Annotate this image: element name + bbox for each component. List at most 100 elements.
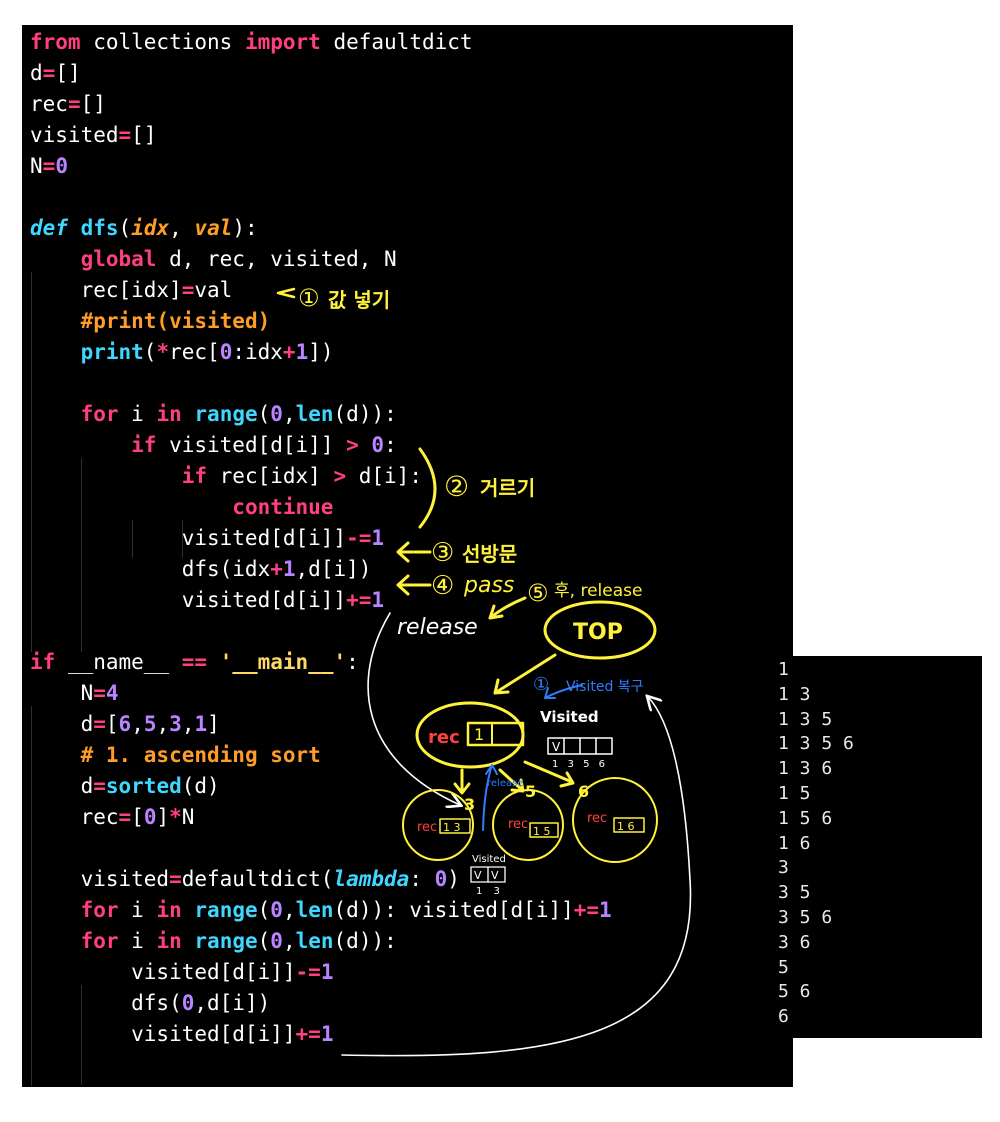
output-line: 1 [778, 659, 789, 680]
code-line: d=sorted(d) [30, 771, 220, 802]
code-token: '__main__' [219, 650, 347, 674]
code-token: 6 [118, 712, 132, 736]
code-token: (d) [181, 774, 220, 798]
code-line: dfs(0,d[i]) [30, 988, 270, 1019]
code-line: visited[d[i]]-=1 [30, 523, 384, 554]
code-token: 0 [434, 867, 448, 891]
code-token: N [30, 681, 94, 705]
code-token: len [295, 929, 334, 953]
code-token: defaultdict( [181, 867, 334, 891]
code-token: i [118, 898, 157, 922]
code-token: range [194, 898, 258, 922]
output-line: 3 5 [778, 882, 811, 904]
code-token [182, 402, 195, 426]
code-token: 1 [371, 526, 385, 550]
code-token [30, 433, 131, 457]
code-token: # 1. ascending sort [80, 743, 321, 767]
code-token: > [333, 464, 347, 488]
code-token: [ [131, 805, 144, 829]
code-token: ] [207, 712, 220, 736]
code-token: += [573, 898, 600, 922]
code-token: (d)): [333, 402, 397, 426]
code-token: * [169, 805, 182, 829]
code-token: ,d[i]) [194, 991, 271, 1015]
code-token: visited [30, 123, 119, 147]
output-line: 3 5 6 [778, 907, 833, 928]
code-token: , [282, 898, 296, 922]
code-token: global [80, 247, 157, 271]
code-token: visited[d[i]] [30, 960, 296, 984]
code-token: 4 [105, 681, 119, 705]
code-line: for i in range(0,len(d)): [30, 399, 397, 430]
code-token [182, 898, 195, 922]
code-token: defaultdict [320, 30, 473, 54]
code-line: d=[] [30, 58, 81, 89]
code-token: for [80, 402, 119, 426]
code-token: d [30, 61, 43, 85]
code-line: rec[idx]=val [30, 275, 233, 306]
code-token: 1 [371, 588, 385, 612]
code-token: 0 [55, 154, 68, 178]
code-line: global d, rec, visited, N [30, 244, 397, 275]
code-token: ): [232, 216, 258, 240]
code-token: rec[idx] [207, 464, 334, 488]
code-token: , [181, 712, 195, 736]
code-token [182, 929, 195, 953]
code-token [30, 929, 81, 953]
code-line: if rec[idx] > d[i]: [30, 461, 422, 492]
code-line: visited[d[i]]-=1 [30, 957, 333, 988]
code-token: d[i]: [346, 464, 422, 488]
code-line: def dfs(idx, val): [30, 213, 258, 244]
indent-guide [31, 706, 32, 1086]
code-token: ]) [308, 340, 334, 364]
code-token: 1 [320, 960, 334, 984]
code-token: = [169, 867, 182, 891]
code-line: # 1. ascending sort [30, 740, 321, 771]
output-line: 1 3 6 [778, 758, 833, 780]
code-token: 0 [143, 805, 157, 829]
code-token: if [30, 650, 56, 674]
output-line: 6 [778, 1006, 789, 1028]
code-token: rec [30, 805, 119, 829]
code-token: = [93, 712, 106, 736]
code-token: = [93, 681, 106, 705]
output-line: 1 3 [778, 683, 811, 705]
code-token: [] [80, 92, 106, 116]
code-token: rec [30, 92, 68, 116]
code-line: visited[d[i]]+=1 [30, 585, 384, 616]
code-token: = [118, 123, 132, 147]
output-line: 5 6 [778, 981, 811, 1003]
code-line: for i in range(0,len(d)): [30, 926, 397, 957]
code-token: = [93, 774, 106, 798]
code-line: print(*rec[0:idx+1]) [30, 337, 334, 368]
code-token [207, 650, 220, 674]
code-token [30, 247, 81, 271]
code-token: (d)): visited[d[i]] [333, 898, 574, 922]
code-token: for [80, 929, 119, 953]
code-token: val [194, 216, 233, 240]
code-line: for i in range(0,len(d)): visited[d[i]]+… [30, 895, 612, 926]
output-line: 1 6 [778, 832, 811, 854]
code-token: N [30, 154, 43, 178]
code-token: len [295, 898, 334, 922]
code-token: = [118, 805, 132, 829]
output-line: 5 [778, 956, 789, 978]
output-line: 1 3 5 [778, 708, 833, 730]
code-token: d, rec, visited, N [156, 247, 397, 271]
code-token: 1 [194, 712, 208, 736]
code-line: N=4 [30, 678, 119, 709]
code-line: visited[d[i]]+=1 [30, 1019, 333, 1050]
code-token: + [282, 340, 296, 364]
code-token: 0 [219, 340, 233, 364]
code-token: val [194, 278, 233, 302]
code-token: [] [55, 61, 81, 85]
code-token: : [409, 867, 435, 891]
code-token: ( [143, 340, 157, 364]
code-token: 0 [270, 402, 283, 426]
code-token [30, 898, 81, 922]
code-token: in [156, 929, 182, 953]
code-token: range [194, 929, 258, 953]
code-line: d=[6,5,3,1] [30, 709, 220, 740]
code-line: N=0 [30, 151, 68, 182]
